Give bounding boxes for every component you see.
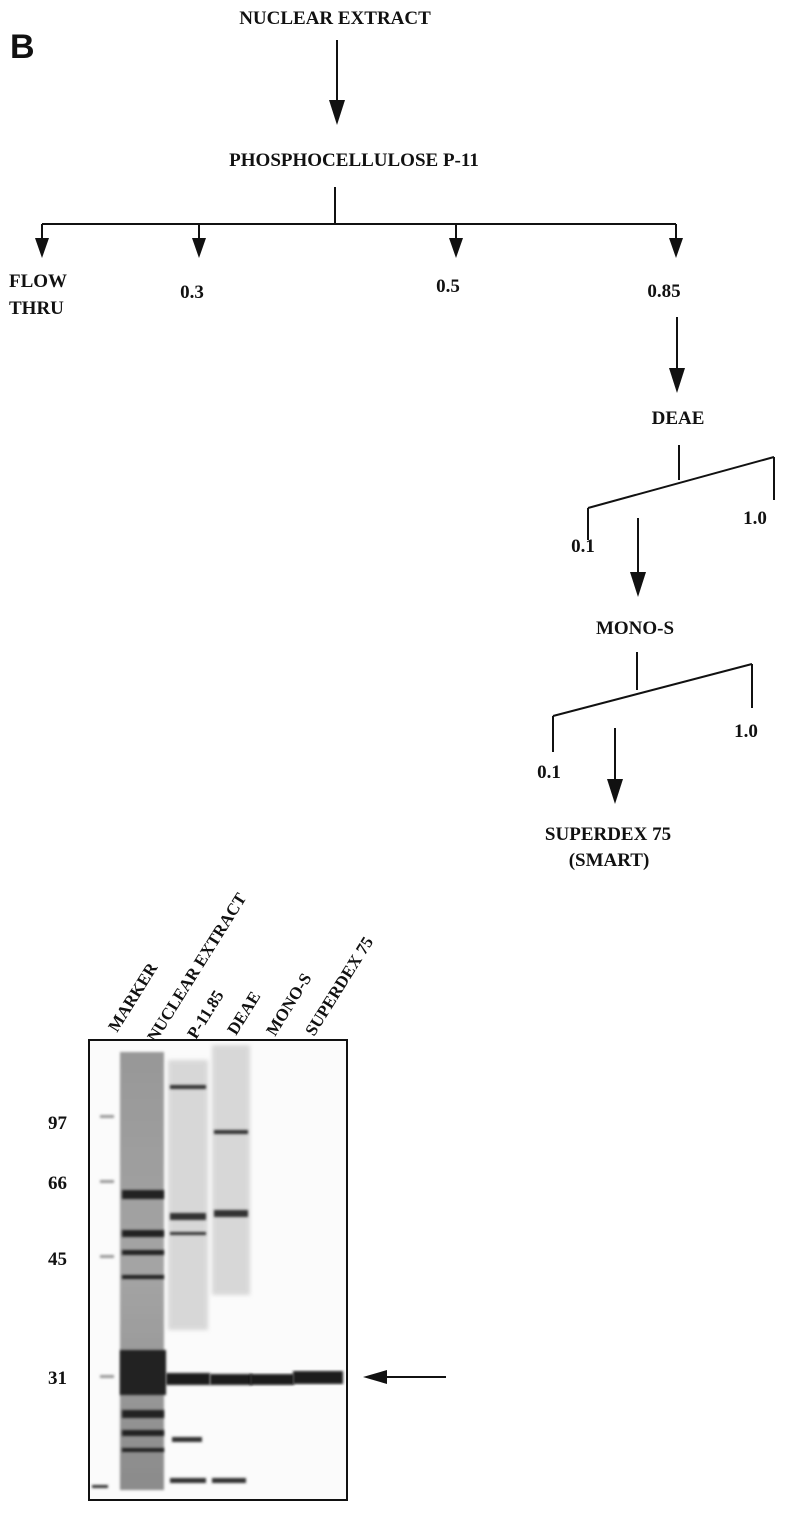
purification-flowchart: NUCLEAR EXTRACT PHOSPHOCELLULOSE P-11 FL… (9, 8, 775, 871)
nuclear-extract-lane (120, 1052, 166, 1490)
marker-lane (92, 1115, 114, 1488)
deae-fraction-high: 1.0 (743, 508, 767, 529)
monos-fraction-low: 0.1 (537, 762, 561, 783)
phosphocellulose-label: PHOSPHOCELLULOSE P-11 (229, 150, 479, 171)
arrow-head (669, 238, 683, 258)
mw-marker-66: 66 (48, 1173, 67, 1194)
arrow-head (607, 779, 623, 804)
deae-lane (210, 1045, 252, 1483)
lane-label-deae: DEAE (223, 988, 264, 1038)
monos-fraction-high: 1.0 (734, 721, 758, 742)
arrow-head (192, 238, 206, 258)
arrow-head (449, 238, 463, 258)
deae-label: DEAE (652, 408, 705, 429)
superdex-label-2: (SMART) (569, 850, 650, 871)
lane-labels: MARKER NUCLEAR EXTRACT P-11.85 DEAE MONO… (104, 889, 377, 1045)
lane-label-superdex: SUPERDEX 75 (301, 933, 377, 1039)
arrow-head (630, 572, 646, 597)
superdex-lane (293, 1371, 343, 1384)
deae-gradient-line (587, 456, 775, 509)
nuclear-extract-label: NUCLEAR EXTRACT (239, 8, 431, 29)
flow-thru-label-1: FLOW (9, 271, 67, 292)
mw-markers: 97 66 45 31 (48, 1113, 68, 1389)
superdex-label-1: SUPERDEX 75 (545, 824, 671, 845)
monos-gradient-line (552, 663, 753, 717)
panel-label: B (10, 28, 35, 66)
mono-s-lane (250, 1374, 294, 1385)
fraction-0-3: 0.3 (180, 282, 204, 303)
flow-thru-label-2: THRU (9, 298, 64, 319)
mono-s-label: MONO-S (596, 618, 674, 639)
deae-fraction-low: 0.1 (571, 536, 595, 557)
arrow-head (669, 368, 685, 393)
p11-lane (166, 1060, 210, 1483)
fraction-0-85: 0.85 (647, 281, 680, 302)
arrow-head (329, 100, 345, 125)
mw-marker-45: 45 (48, 1249, 67, 1270)
sds-page-gel (88, 1039, 348, 1501)
fraction-0-5: 0.5 (436, 276, 460, 297)
mw-marker-31: 31 (48, 1368, 67, 1389)
mw-marker-97: 97 (48, 1113, 68, 1134)
arrow-head (35, 238, 49, 258)
band-indicator-arrow (363, 1370, 446, 1384)
